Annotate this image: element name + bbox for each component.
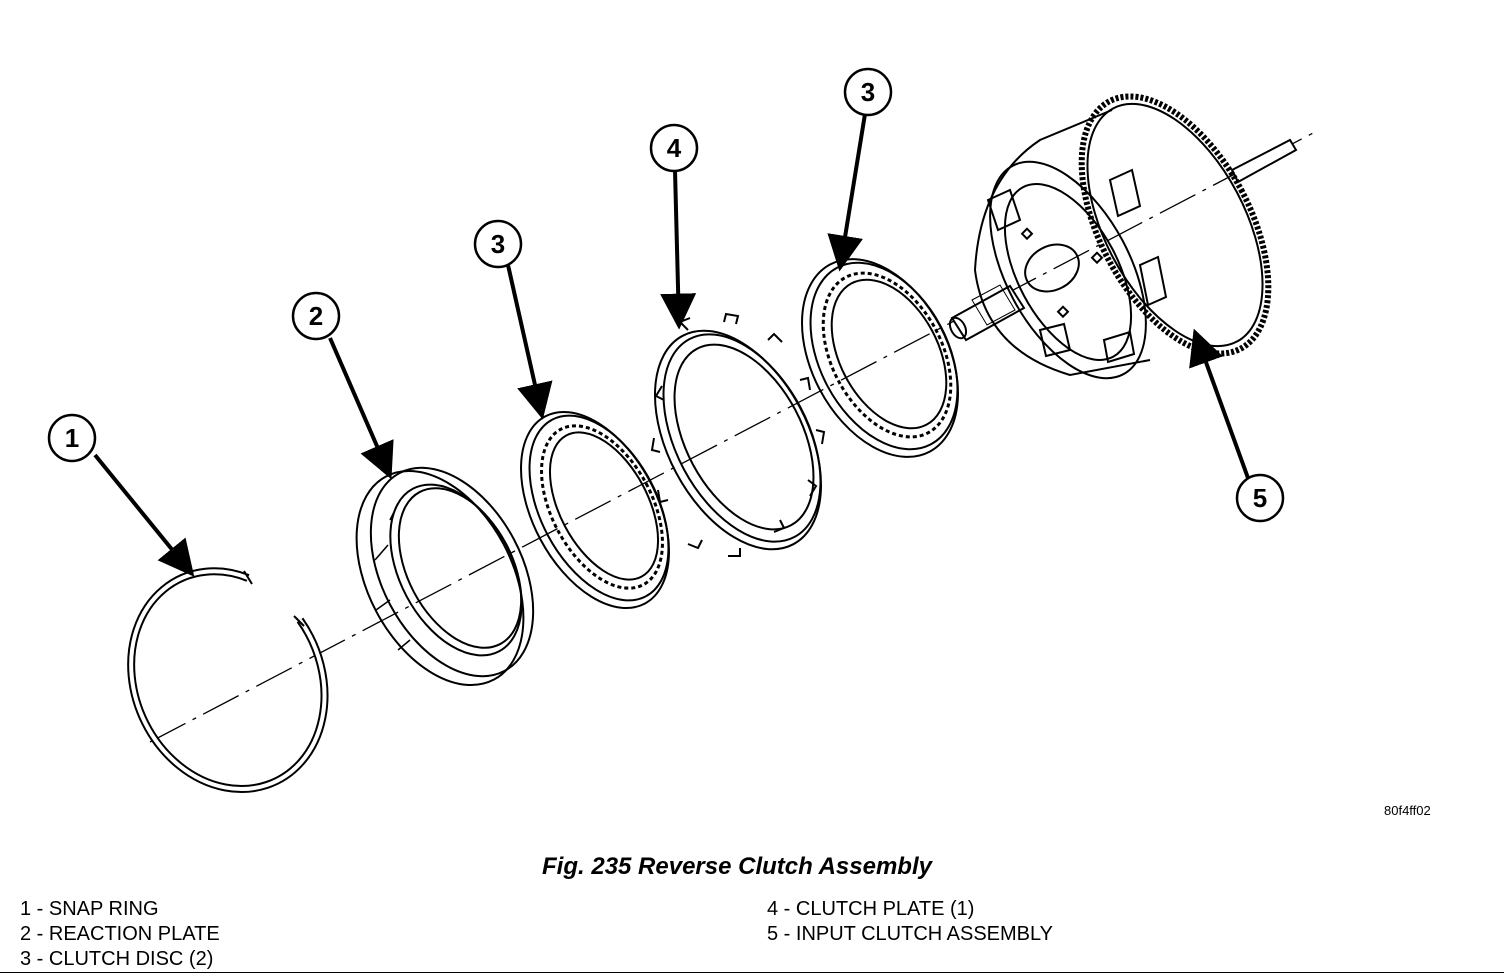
leader-lines — [93, 113, 1250, 577]
leader-arrow-3-right — [827, 113, 867, 272]
legend-item: 5 - INPUT CLUTCH ASSEMBLY — [767, 923, 1053, 945]
reaction-plate-part — [355, 466, 535, 687]
callout-marker: 3 — [843, 67, 893, 117]
clutch-disc-part-right — [801, 258, 959, 458]
legend-item: 1 - SNAP RING — [20, 898, 159, 920]
callout-marker: 3 — [473, 219, 523, 269]
leader-arrow-1 — [93, 453, 195, 577]
callout-number: 4 — [667, 133, 682, 163]
callout-markers: 1 2 3 4 3 5 — [47, 67, 1285, 523]
input-clutch-assembly-part — [948, 93, 1298, 380]
legend-column-right: 4 - CLUTCH PLATE (1) 5 - INPUT CLUTCH AS… — [767, 897, 1053, 947]
callout-marker: 5 — [1235, 473, 1285, 523]
callout-number: 1 — [65, 423, 79, 453]
leader-arrow-3-left — [506, 264, 553, 420]
leader-arrow-4 — [660, 169, 697, 330]
legend-item: 4 - CLUTCH PLATE (1) — [767, 898, 975, 920]
snap-ring-part — [127, 567, 329, 793]
leader-arrow-2 — [328, 337, 394, 480]
legend-column-left: 1 - SNAP RING 2 - REACTION PLATE 3 - CLU… — [20, 897, 220, 972]
clutch-disc-part-left — [520, 410, 670, 610]
bottom-rule — [0, 972, 1504, 973]
leader-arrow-5 — [1189, 328, 1250, 479]
callout-marker: 4 — [649, 123, 699, 173]
legend-item: 2 - REACTION PLATE — [20, 923, 220, 945]
figure-code: 80f4ff02 — [1384, 803, 1431, 818]
legend-item: 3 - CLUTCH DISC (2) — [20, 948, 214, 970]
callout-number: 2 — [309, 301, 323, 331]
callout-marker: 2 — [291, 291, 341, 341]
callout-number: 3 — [861, 77, 875, 107]
clutch-plate-part — [650, 312, 826, 557]
center-axis — [149, 131, 1316, 743]
exploded-view-diagram: 1 2 3 4 3 5 — [47, 67, 1316, 793]
callout-number: 5 — [1253, 483, 1267, 513]
callout-marker: 1 — [47, 413, 97, 463]
callout-number: 3 — [491, 229, 505, 259]
figure-caption: Fig. 235 Reverse Clutch Assembly — [542, 853, 932, 880]
